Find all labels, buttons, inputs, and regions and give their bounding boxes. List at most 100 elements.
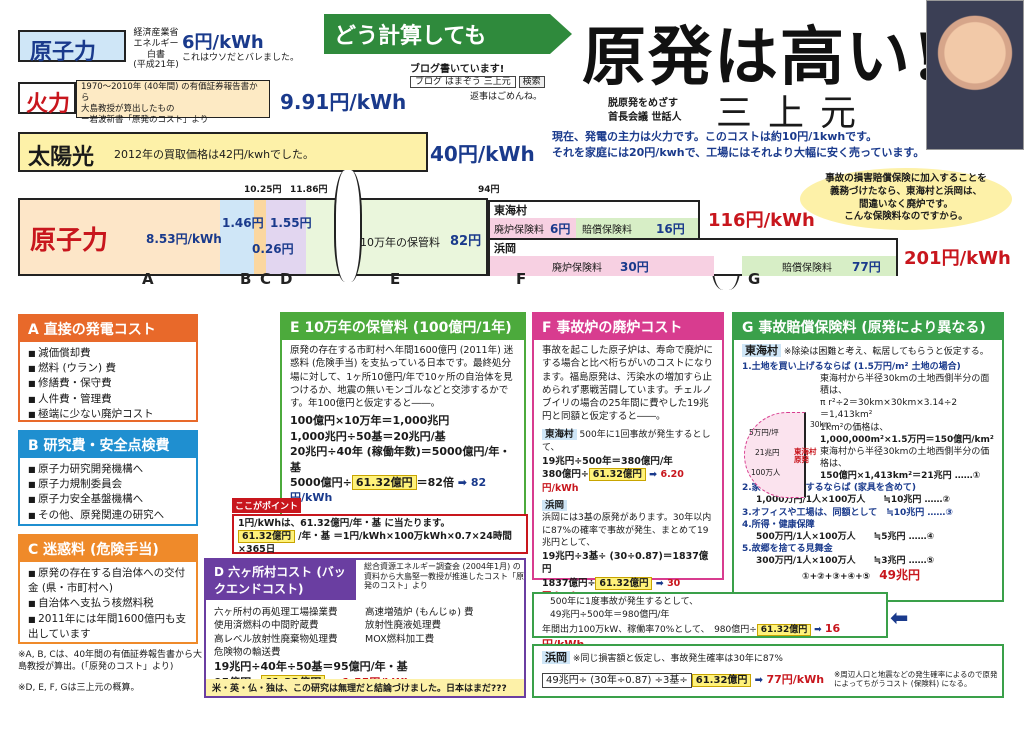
- panel-c: C 迷惑料 (危険手当) 原発の存在する自治体への交付金 (県・市町村へ) 自治…: [18, 534, 198, 644]
- nuclear-label: 原子力: [30, 40, 97, 65]
- blog-search-input[interactable]: ブログ はまぞう 三上元: [410, 76, 516, 88]
- list-item: 原発の存在する自治体への交付金 (県・市町村へ): [28, 566, 188, 596]
- panel-b: B 研究費・安全点検費 原子力研究開発機構へ 原子力規制委員会 原子力安全基盤機…: [18, 430, 198, 526]
- blog-search-button[interactable]: 検索: [518, 76, 545, 88]
- letter-a: A: [142, 270, 154, 288]
- value-b: 1.46円: [222, 216, 264, 230]
- hamaoka-row: 浜岡 廃炉保険料 30円 賠償保険料 77円: [488, 238, 898, 276]
- solar-box: 太陽光 2012年の買取価格は42円/kwhでした。: [18, 132, 428, 172]
- nuclear-note: これはウソだとバレました。: [182, 53, 300, 63]
- nuclear-source: 経済産業省 エネルギー白書 (平成21年): [133, 28, 179, 71]
- g-return-arrow: ⬅: [890, 606, 909, 631]
- footnote-1: ※A, B, Cは、40年間の有価証券報告書から大島教授が算出。(「原発のコスト…: [18, 650, 203, 672]
- insurance-callout: 事故の損害賠償保険に加入することを 義務づけたなら、東海村と浜岡は、 間違いなく…: [800, 168, 1012, 230]
- list-item: 原子力規制委員会: [28, 477, 188, 492]
- panel-f-head: F 事故炉の廃炉コスト: [534, 314, 722, 340]
- panel-e-calc-4: 5000億円÷61.32億円＝82倍 ➡ 82円/kWh: [290, 475, 487, 505]
- author-name: 三上元: [716, 93, 873, 134]
- hamaoka-label: 浜岡: [494, 242, 516, 255]
- radius-map: 5万円/坪 21兆円 100万人: [744, 412, 806, 498]
- thermal-label-box: 火力: [18, 82, 76, 117]
- value-d: 1.55円: [270, 216, 312, 230]
- hama-calc-box: 浜岡 ※同じ損害額と仮定し、事故発生確率は30年に87% 49兆円÷ (30年÷…: [532, 644, 1004, 698]
- tokai-total: 116円/kWh: [708, 210, 815, 231]
- cost-bar: [18, 198, 488, 276]
- segment-a: [20, 200, 220, 274]
- blog-search: ブログ はまぞう 三上元 検索: [410, 74, 545, 88]
- insurance-calc-box: 500年に1度事故が発生するとして、 49兆円÷500年＝980億円/年 年間出…: [532, 592, 888, 651]
- list-item: 極端に少ない廃炉コスト: [28, 407, 188, 422]
- bar-label: 原子力: [30, 226, 109, 256]
- map-plant: 東海村原発: [794, 447, 817, 465]
- tokai-hairo-box: 廃炉保険料 6円: [490, 218, 576, 238]
- banner-arrow: [550, 14, 572, 54]
- map-30km: 30km: [810, 420, 832, 429]
- list-item: 燃料 (ウラン) 費: [28, 361, 188, 376]
- hama-total: 201円/kWh: [904, 248, 1011, 269]
- panel-d-source: 総合資源エネルギー調査会 (2004年1月) の資料から大島堅一教授が推進したコ…: [364, 562, 524, 591]
- hama-baisho-box: 賠償保険料 77円: [742, 256, 896, 276]
- panel-g-head: G 事故賠償保険料 (原発により異なる): [734, 314, 1002, 340]
- panel-a: A 直接の発電コスト 減価償却費 燃料 (ウラン) 費 修繕費・保守費 人件費・…: [18, 314, 198, 422]
- author-org-1: 脱原発をめざす: [608, 98, 678, 109]
- thermal-price: 9.91円/kWh: [280, 90, 407, 114]
- panel-g: G 事故賠償保険料 (原発により異なる) 東海村 ※除染は困難と考え、転居しても…: [732, 312, 1004, 602]
- panel-c-head: C 迷惑料 (危険手当): [20, 536, 196, 562]
- list-item: 原子力研究開発機構へ: [28, 462, 188, 477]
- solar-note: 2012年の買取価格は42円/kwhでした。: [114, 148, 315, 161]
- solar-price: 40円/kWh: [430, 142, 535, 166]
- title-banner: どう計算しても: [324, 14, 550, 54]
- tick-10-25: 10.25円: [244, 185, 282, 195]
- author-portrait: [926, 0, 1024, 150]
- value-e: 82円: [450, 234, 482, 249]
- thermal-label: 火力: [26, 92, 71, 117]
- point-box: 1円/kWhは、61.32億円/年・基 に当たります。 61.32億円 /年・基…: [232, 514, 528, 555]
- blog-line: ブログ書いています!: [410, 64, 505, 75]
- list-item: 原子力安全基盤機構へ: [28, 492, 188, 507]
- nuclear-price: 6円/kWh: [182, 32, 264, 53]
- tokai-row: 東海村 廃炉保険料 6円 賠償保険料 16円: [488, 200, 700, 238]
- panel-d: D 六ヶ所村コスト (バックエンドコスト) 総合資源エネルギー調査会 (2004…: [204, 558, 526, 698]
- thermal-source-box: 1970～2010年 (40年間) の有価証券報告書から 大島教授が算出したもの…: [76, 80, 270, 125]
- segment-b: [220, 200, 254, 274]
- tokai-baisho-box: 賠償保険料 16円: [576, 218, 698, 238]
- letter-b: B: [240, 270, 252, 288]
- list-item: その他、原発関連の研究へ: [28, 508, 188, 523]
- main-title: 原発は高い!: [582, 20, 943, 95]
- segment-c: [254, 200, 266, 274]
- tokai-label: 東海村: [494, 204, 527, 217]
- list-item: 減価償却費: [28, 346, 188, 361]
- letter-e: E: [390, 270, 401, 288]
- author-org-2: 首長会議 世話人: [608, 112, 682, 123]
- tick-94: 94円: [478, 185, 500, 195]
- value-a: 8.53円/kWh: [146, 232, 222, 246]
- blog-note: 返事はごめんね。: [470, 92, 543, 102]
- bar-break-1: [334, 170, 362, 282]
- solar-label: 太陽光: [28, 145, 95, 170]
- panel-a-head: A 直接の発電コスト: [20, 316, 196, 342]
- panel-d-head: D 六ヶ所村コスト (バックエンドコスト): [206, 560, 356, 600]
- hama-hairo-box: 廃炉保険料 30円: [490, 256, 714, 276]
- letter-g: G: [748, 270, 761, 288]
- value-e-label: 10万年の保管料: [360, 236, 440, 249]
- panel-d-foot: 米・英・仏・独は、この研究は無理だと結論づけました。日本はまだ???: [206, 679, 524, 696]
- value-c: 0.26円: [252, 242, 294, 256]
- list-item: 修繕費・保守費: [28, 376, 188, 391]
- letter-f: F: [516, 270, 527, 288]
- panel-b-head: B 研究費・安全点検費: [20, 432, 196, 458]
- list-item: 自治体へ支払う核燃料税: [28, 596, 188, 611]
- list-item: 人件費・管理費: [28, 392, 188, 407]
- panel-e: E 10万年の保管料 (100億円/1年) 原発の存在する市町村へ年間1600億…: [280, 312, 526, 538]
- tick-11-86: 11.86円: [290, 185, 328, 195]
- footnote-2: ※D, E, F, Gは三上元の概算。: [18, 683, 140, 693]
- letter-d: D: [280, 270, 293, 288]
- letter-c: C: [260, 270, 272, 288]
- panel-e-body: 原発の存在する市町村へ年間1600億円 (2011年) 迷惑料 (危険手当) を…: [290, 345, 514, 410]
- panel-e-head: E 10万年の保管料 (100億円/1年): [282, 314, 524, 340]
- nuclear-label-box: 原子力: [18, 30, 126, 65]
- list-item: 2011年には年間1600億円も支出しています: [28, 612, 188, 642]
- panel-f: F 事故炉の廃炉コスト 事故を起こした原子炉は、寿命で廃炉にする場合と比べ桁ちが…: [532, 312, 724, 602]
- lead-2: それを家庭には20円/kwhで、工場にはそれより大幅に安く売っています。: [552, 146, 925, 159]
- lead-1: 現在、発電の主力は火力です。このコストは約10円/1kwhです。: [552, 130, 878, 143]
- point-tag: ここがポイント: [232, 498, 302, 513]
